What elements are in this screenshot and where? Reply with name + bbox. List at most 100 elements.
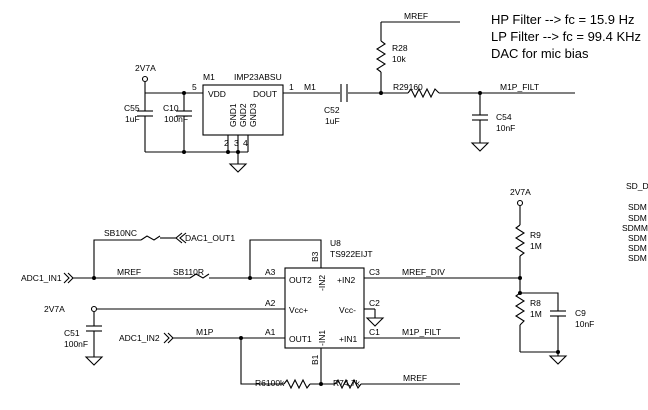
cutoff-label: SDM xyxy=(628,233,647,243)
cutoff-label: SDM xyxy=(628,202,647,212)
wire-sb10 xyxy=(93,239,141,278)
mic-pin1-number: 1 xyxy=(289,82,294,92)
sb10-label: SB10NC xyxy=(104,228,137,238)
cutoff-label: SDM xyxy=(628,243,647,253)
c51-value: 100nF xyxy=(64,339,88,349)
net-adc1-in1: ADC1_IN1 xyxy=(21,273,62,283)
net-adc1-in2: ADC1_IN2 xyxy=(119,333,160,343)
c9-value: 10nF xyxy=(575,319,594,329)
mic-part: IMP23ABSU xyxy=(234,72,282,82)
r7-body xyxy=(334,378,362,390)
opamp-pin-out2: OUT2 xyxy=(289,275,312,285)
r7-label: R74.7k xyxy=(333,378,361,388)
wire-fb2 xyxy=(249,239,322,278)
opamp-pin-b3: B3 xyxy=(310,251,320,262)
r29-body xyxy=(407,87,440,99)
c55-ref: C55 xyxy=(124,103,140,113)
r9-ref: R9 xyxy=(530,230,541,240)
net-mref-bottom: MREF xyxy=(403,373,427,383)
ground-icon-c51 xyxy=(84,356,104,366)
c54-ref: C54 xyxy=(496,112,512,122)
wire-c9 xyxy=(520,292,559,311)
mic-body xyxy=(202,84,284,136)
cutoff-label: SDM xyxy=(628,213,647,223)
ground-icon-c54 xyxy=(470,142,490,152)
mic-ref: M1 xyxy=(203,72,215,82)
cutoff-label: SD_D xyxy=(626,181,648,191)
opamp-pin-out1: OUT1 xyxy=(289,334,312,344)
cutoff-label: SDMM xyxy=(622,223,648,233)
mic-pin-vdd: VDD xyxy=(208,89,226,99)
opamp-body xyxy=(284,267,365,349)
net-2v7a-left: 2V7A xyxy=(44,304,65,314)
net-m1p: M1P xyxy=(196,327,214,337)
r6-label: R6100k xyxy=(255,378,285,388)
opamp-pin-in1n: -IN1 xyxy=(317,330,327,346)
opamp-pin-c3: C3 xyxy=(369,267,380,277)
net-m1p-filt-top: M1P_FILT xyxy=(500,82,539,92)
adc1-in2-connector-icon xyxy=(163,332,170,344)
opamp-pin-in1p: +IN1 xyxy=(339,334,357,344)
mic-pin-gnd3: GND3 xyxy=(248,103,258,127)
power-circle-2v7a-left xyxy=(90,305,98,313)
opamp-part: TS922EIJT xyxy=(330,249,373,259)
r8-ref: R8 xyxy=(530,298,541,308)
opamp-pin-vccn: Vcc- xyxy=(339,305,356,315)
note-hp-filter: HP Filter --> fc = 15.9 Hz xyxy=(491,12,635,27)
net-m1: M1 xyxy=(304,82,316,92)
net-2v7a-top: 2V7A xyxy=(135,63,156,73)
sb11-label: SB110R xyxy=(173,267,204,277)
adc1-in1-connector-icon xyxy=(63,272,70,284)
opamp-pin-in2p: +IN2 xyxy=(337,275,355,285)
opamp-pin-a3: A3 xyxy=(265,267,276,277)
r29-label: R29160 xyxy=(393,82,423,92)
note-dac-mic-bias: DAC for mic bias xyxy=(491,46,589,61)
power-circle-2v7a-top xyxy=(141,75,149,83)
opamp-ref: U8 xyxy=(330,238,341,248)
c9-ref: C9 xyxy=(575,308,586,318)
r8-body xyxy=(514,292,526,326)
c10-ref: C10 xyxy=(163,103,179,113)
r8-value: 1M xyxy=(530,309,542,319)
net-dac1-out1: DAC1_OUT1 xyxy=(185,233,235,243)
opamp-pin-in2n: -IN2 xyxy=(317,275,327,291)
net-m1p-filt-mid: M1P_FILT xyxy=(402,327,441,337)
mic-pin3-number: 3 xyxy=(234,138,239,148)
cutoff-labels: SD_D SDM SDM SDMM SDM SDM SDM xyxy=(622,181,648,263)
opamp-pin-a1: A1 xyxy=(265,327,276,337)
sb10-jumper xyxy=(140,235,161,241)
net-mref-top: MREF xyxy=(404,11,428,21)
c54-value: 10nF xyxy=(496,123,515,133)
opamp-pin-a2: A2 xyxy=(265,298,276,308)
mic-pin2-number: 2 xyxy=(224,138,229,148)
top-section: 2V7A 5 C55 1uF C10 100nF M1 IMP23ABSU VD… xyxy=(124,11,575,173)
net-mref-mid: MREF xyxy=(117,267,141,277)
r28-ref: R28 xyxy=(392,43,408,53)
net-2v7a-right: 2V7A xyxy=(510,187,531,197)
opamp-pin-vccp: Vcc+ xyxy=(289,305,308,315)
r9-body xyxy=(514,224,526,257)
power-circle-2v7a-right xyxy=(516,199,524,207)
mic-pin-dout: DOUT xyxy=(253,89,277,99)
opamp-pin-b1: B1 xyxy=(310,354,320,365)
mic-pin4-number: 4 xyxy=(243,138,248,148)
opamp-pin-c2: C2 xyxy=(369,298,380,308)
mic-pin5-number: 5 xyxy=(192,82,197,92)
ground-icon-opamp xyxy=(365,317,385,327)
c10-value: 100nF xyxy=(164,114,188,124)
ground-icon-c9 xyxy=(548,355,568,365)
mic-pin-gnd1: GND1 xyxy=(228,103,238,127)
r28-body xyxy=(375,40,387,73)
r6-body xyxy=(283,378,311,390)
wire-fb1 xyxy=(240,338,284,385)
c51-ref: C51 xyxy=(64,328,80,338)
cutoff-label: SDM xyxy=(628,253,647,263)
mic-pin-gnd2: GND2 xyxy=(238,103,248,127)
net-mref-div: MREF_DIV xyxy=(402,267,445,277)
note-lp-filter: LP Filter --> fc = 99.4 KHz xyxy=(491,29,641,44)
bottom-section: SB10NC DAC1_OUT1 ADC1_IN1 MREF SB110R A3… xyxy=(21,187,594,390)
sb11-jumper xyxy=(189,273,210,279)
c52-ref: C52 xyxy=(324,105,340,115)
